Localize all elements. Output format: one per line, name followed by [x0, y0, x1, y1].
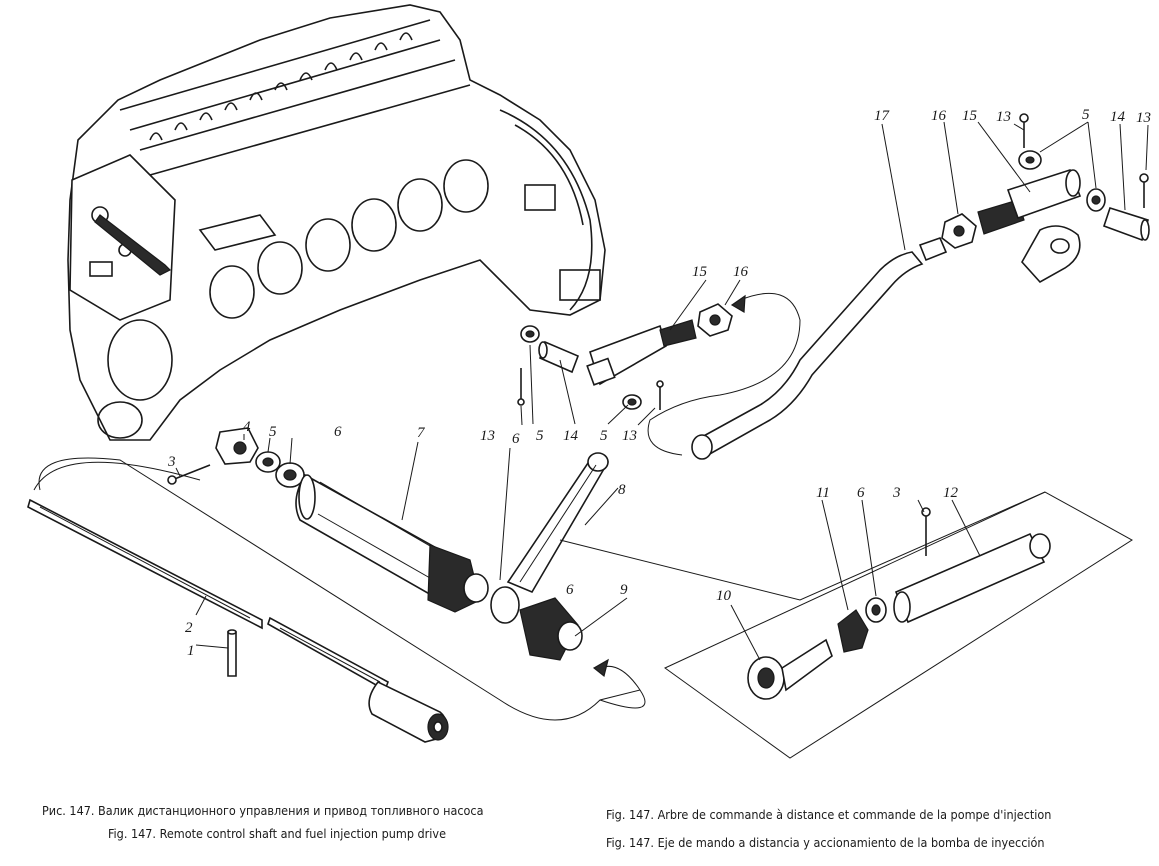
callout-6-gear: 6	[566, 582, 574, 598]
callout-3-left: 3	[167, 454, 176, 470]
part-7-gear-shaft	[295, 473, 489, 613]
part-8-fork-lever	[506, 452, 609, 594]
callout-5-left: 5	[269, 424, 277, 440]
callout-13-right-b: 13	[1136, 110, 1151, 126]
front-control-plate	[69, 154, 176, 321]
callout-15-center: 15	[692, 264, 708, 280]
part-5-washer-right-b	[1086, 188, 1106, 212]
part-16-nut-center	[697, 303, 733, 337]
valve-cover	[149, 32, 413, 141]
callout-6-center: 6	[512, 431, 520, 447]
callout-5-center-lower: 5	[600, 428, 608, 444]
caption-spanish: Fig. 147. Eje de mando a distancia y acc…	[606, 835, 1045, 850]
callout-9: 9	[620, 582, 628, 598]
part-11-bevel-gear	[837, 609, 869, 653]
part-13-cotter-pin-center-lower	[656, 380, 664, 410]
callout-15-right: 15	[962, 108, 978, 124]
callout-leaders	[175, 121, 1149, 661]
callout-12: 12	[943, 485, 959, 501]
flywheel-housing	[499, 109, 601, 311]
part-13-cotter-pin-center	[517, 368, 525, 406]
callout-7: 7	[417, 425, 426, 441]
caption-english: Fig. 147. Remote control shaft and fuel …	[108, 826, 447, 841]
callout-5-right: 5	[1082, 107, 1090, 123]
part-13-cotter-pin-right-a	[1019, 113, 1029, 148]
callout-14-center: 14	[563, 428, 579, 444]
part-5-washer-right-a	[1018, 150, 1042, 170]
callout-14-right: 14	[1110, 109, 1126, 125]
callout-13-right-a: 13	[996, 109, 1011, 125]
callout-13-center-lower: 13	[622, 428, 637, 444]
part-1-pin	[227, 629, 237, 677]
part-3-cotter-pin	[167, 464, 211, 485]
part-14-pin-right	[1102, 207, 1150, 242]
part-12-sleeve-shaft	[893, 532, 1051, 624]
eye-bracket-right	[1021, 225, 1081, 284]
callout-2: 2	[185, 620, 193, 636]
callout-11: 11	[816, 485, 830, 501]
part-16-nut-right	[941, 213, 977, 249]
callout-13-center: 13	[480, 428, 495, 444]
callout-16-right: 16	[931, 108, 947, 124]
callout-6-inset: 6	[857, 485, 865, 501]
callout-10: 10	[716, 588, 732, 604]
part-6-washer-inset	[865, 597, 887, 623]
part-17-bent-rod	[691, 251, 924, 460]
cylinder-bores	[209, 159, 489, 319]
callout-5-center: 5	[536, 428, 544, 444]
part-2-remote-shaft	[27, 498, 449, 743]
assembly-paths	[33, 292, 1046, 721]
callout-3-inset: 3	[892, 485, 901, 501]
engine-block	[67, 4, 606, 441]
callout-16-center: 16	[733, 264, 749, 280]
callout-4: 4	[243, 419, 251, 435]
caption-french: Fig. 147. Arbre de commande à distance e…	[606, 807, 1052, 822]
part-14-pin-center	[538, 340, 580, 374]
inset-panel	[664, 491, 1133, 759]
part-15-fork-end-center	[586, 319, 697, 386]
caption-russian: Рис. 147. Валик дистанционного управлени…	[42, 803, 484, 818]
part-5-washer-left	[255, 451, 281, 473]
part-13-cotter-pin-right-b	[1139, 173, 1149, 208]
spacer-right	[918, 236, 948, 262]
exploded-view-diagram: 1 2 3 4 5 6 7 8 9 6 6 13 5 14 5 13 15 16…	[27, 4, 1151, 759]
callout-labels: 1 2 3 4 5 6 7 8 9 6 6 13 5 14 5 13 15 16…	[167, 107, 1151, 659]
callout-6-left: 6	[334, 424, 342, 440]
part-4-castle-nut	[215, 427, 259, 465]
part-10-eye-bolt	[747, 638, 833, 700]
callout-1: 1	[187, 643, 195, 659]
callout-17: 17	[874, 108, 891, 124]
part-5-washer-center	[520, 325, 540, 343]
part-3-cotter-pin-inset	[921, 507, 931, 556]
part-15-fork-end-right	[977, 169, 1082, 235]
part-9-gear-assembly	[490, 586, 583, 661]
callout-8: 8	[618, 482, 626, 498]
